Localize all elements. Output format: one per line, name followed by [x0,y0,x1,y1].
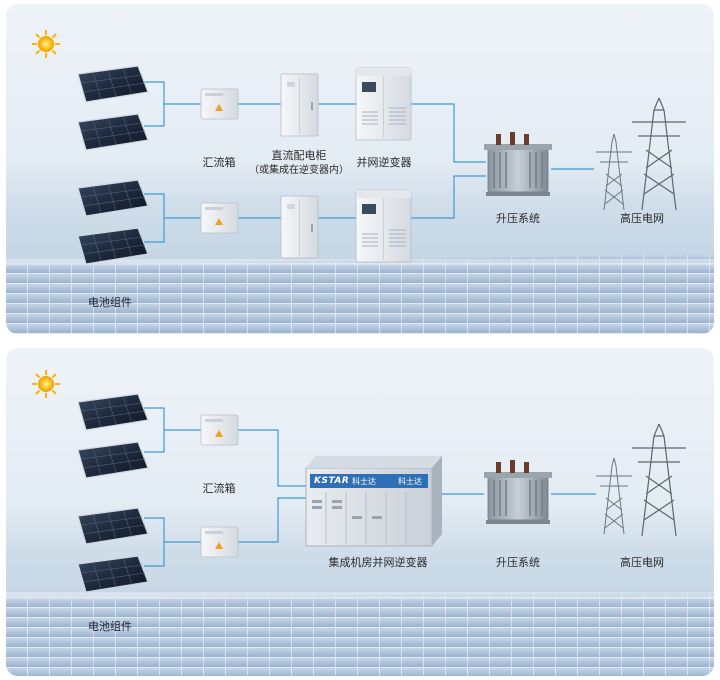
container-inverter-label: 集成机房并网逆变器 [328,556,428,569]
dc-distribution-cabinet [280,73,319,137]
sun-icon [32,370,60,398]
dc-cabinet-note: （或集成在逆变器内） [249,165,349,176]
combiner-box [200,202,239,234]
container-brand-cn: 科士达 [352,477,376,486]
transmission-tower-icon [596,457,632,535]
dc-cabinet-label: 直流配电柜 [271,149,327,162]
step-up-transformer [484,132,552,196]
pv-module [77,507,149,545]
pv-modules-label: 电池组件 [88,620,132,633]
pv-module [77,441,149,479]
step-up-label: 升压系统 [496,556,540,569]
diagram-panel-centralized: 汇流箱 直流配电柜 （或集成在逆变器内） 并网逆变器 升压系统 高压电网 电池组… [6,4,714,334]
combiner-box [200,88,239,120]
transmission-tower-icon [632,97,686,211]
grid-label: 高压电网 [620,556,664,569]
container-badge: 科士达 [398,477,422,486]
pv-module [77,65,149,103]
wiring-top [144,81,594,243]
dc-distribution-cabinet [280,195,319,259]
pv-module [77,393,149,431]
scene-bottom [6,370,714,676]
solar-field-background [6,254,714,334]
pv-module [77,227,149,265]
solar-field-background [6,592,714,676]
transmission-tower-icon [596,133,632,211]
combiner-box-label: 汇流箱 [202,156,236,169]
combiner-box [200,414,239,446]
grid-inverter [355,189,412,263]
container-inverter [305,456,442,547]
scene-top [6,30,714,334]
grid-label: 高压电网 [620,212,664,225]
grid-inverter [355,67,412,141]
pv-module [77,179,149,217]
inverter-label: 并网逆变器 [356,156,412,169]
step-up-label: 升压系统 [496,212,540,225]
container-brand-logo: KSTAR [314,476,350,486]
combiner-box-label: 汇流箱 [202,482,236,495]
pv-module [77,555,149,593]
pv-modules-label: 电池组件 [88,296,132,309]
diagram-panel-container: KSTAR 科士达 科士达 汇流箱 集成机房并网逆变器 升压系统 高压电网 电池… [6,348,714,676]
combiner-box [200,526,239,558]
pv-module [77,113,149,151]
transmission-tower-icon [632,423,686,537]
wiring-bottom [144,407,596,567]
step-up-transformer [484,460,552,524]
sun-icon [32,30,60,58]
